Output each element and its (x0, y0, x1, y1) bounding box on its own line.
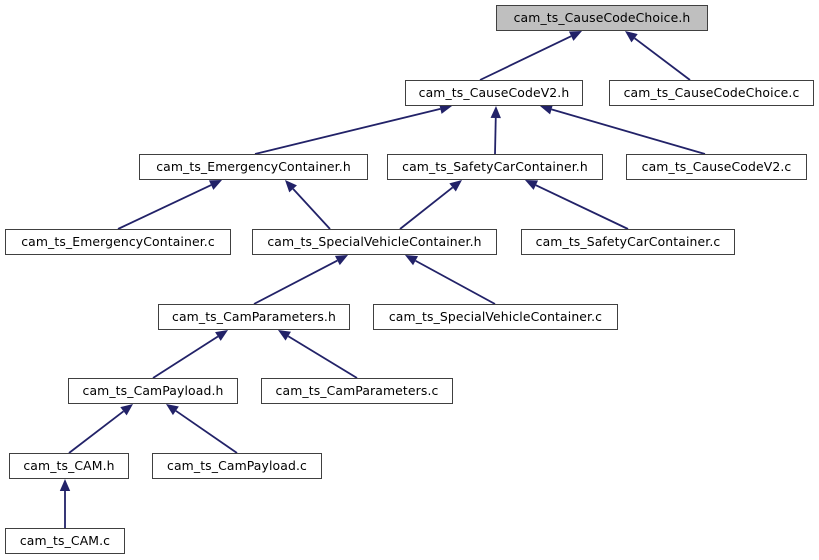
edge-causecodechoice_c-to-causecodechoice_h (625, 31, 691, 81)
edge-camparameters_c-to-camparameters_h (278, 330, 358, 379)
graph-node-label: cam_ts_SpecialVehicleContainer.h (267, 233, 482, 249)
edge-causecodev2_h-to-causecodechoice_h (479, 31, 582, 81)
graph-node-label: cam_ts_CAM.h (23, 457, 115, 473)
graph-node-label: cam_ts_CamParameters.h (172, 308, 336, 324)
graph-node-label: cam_ts_CamPayload.h (82, 382, 224, 398)
graph-node-camparameters_c[interactable]: cam_ts_CamParameters.c (261, 378, 453, 404)
graph-node-label: cam_ts_CamParameters.c (275, 382, 439, 398)
graph-node-label: cam_ts_SafetyCarContainer.c (535, 233, 721, 249)
edge-campayload_c-to-campayload_h (166, 404, 238, 454)
edge-specialvehiclecontainer_h-to-emergencycontainer_h (285, 180, 331, 230)
graph-node-causecodechoice_h[interactable]: cam_ts_CauseCodeChoice.h (496, 5, 708, 31)
graph-node-specialvehiclecontainer_c[interactable]: cam_ts_SpecialVehicleContainer.c (373, 304, 618, 330)
edge-campayload_h-to-camparameters_h (152, 330, 228, 379)
edge-emergencycontainer_c-to-emergencycontainer_h (117, 180, 222, 230)
graph-node-label: cam_ts_EmergencyContainer.h (156, 158, 351, 174)
graph-node-label: cam_ts_CauseCodeV2.h (418, 84, 570, 100)
graph-node-causecodev2_c[interactable]: cam_ts_CauseCodeV2.c (626, 154, 807, 180)
graph-node-emergencycontainer_h[interactable]: cam_ts_EmergencyContainer.h (139, 154, 368, 180)
graph-node-campayload_h[interactable]: cam_ts_CamPayload.h (68, 378, 238, 404)
edge-cam_c-to-cam_h (59, 479, 71, 528)
graph-node-causecodechoice_c[interactable]: cam_ts_CauseCodeChoice.c (609, 80, 814, 106)
graph-node-label: cam_ts_CauseCodeV2.c (641, 158, 792, 174)
graph-node-label: cam_ts_SafetyCarContainer.h (402, 158, 588, 174)
graph-node-camparameters_h[interactable]: cam_ts_CamParameters.h (158, 304, 350, 330)
edge-safetycarcontainer_h-to-causecodev2_h (490, 106, 501, 155)
graph-node-safetycarcontainer_c[interactable]: cam_ts_SafetyCarContainer.c (521, 229, 735, 255)
graph-node-label: cam_ts_CamPayload.c (167, 457, 307, 473)
graph-node-causecodev2_h[interactable]: cam_ts_CauseCodeV2.h (405, 80, 583, 106)
graph-node-label: cam_ts_CauseCodeChoice.c (623, 84, 800, 100)
graph-node-cam_h[interactable]: cam_ts_CAM.h (9, 453, 129, 479)
graph-node-emergencycontainer_c[interactable]: cam_ts_EmergencyContainer.c (5, 229, 231, 255)
edge-camparameters_h-to-specialvehiclecontainer_h (253, 255, 348, 305)
edge-specialvehiclecontainer_h-to-safetycarcontainer_h (399, 180, 462, 230)
graph-node-cam_c[interactable]: cam_ts_CAM.c (5, 528, 125, 554)
graph-node-label: cam_ts_CAM.c (19, 532, 111, 548)
graph-node-campayload_c[interactable]: cam_ts_CamPayload.c (152, 453, 322, 479)
graph-node-label: cam_ts_SpecialVehicleContainer.c (388, 308, 603, 324)
edge-safetycarcontainer_c-to-safetycarcontainer_h (525, 180, 629, 230)
graph-node-label: cam_ts_CauseCodeChoice.h (513, 9, 691, 25)
edge-causecodev2_c-to-causecodev2_h (540, 104, 706, 155)
edge-cam_h-to-campayload_h (68, 404, 133, 454)
graph-node-label: cam_ts_EmergencyContainer.c (21, 233, 215, 249)
graph-node-specialvehiclecontainer_h[interactable]: cam_ts_SpecialVehicleContainer.h (252, 229, 497, 255)
edge-emergencycontainer_h-to-causecodev2_h (254, 103, 452, 155)
graph-node-safetycarcontainer_h[interactable]: cam_ts_SafetyCarContainer.h (387, 154, 603, 180)
edge-specialvehiclecontainer_c-to-specialvehiclecontainer_h (405, 255, 496, 305)
